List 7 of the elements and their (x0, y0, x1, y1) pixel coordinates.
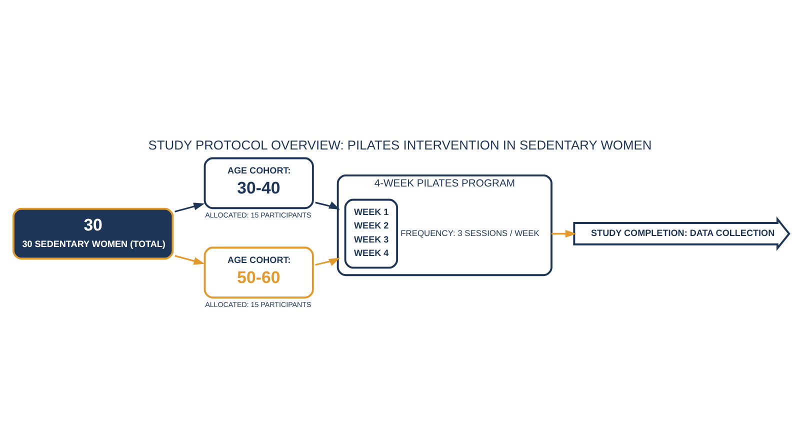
arrow (552, 229, 576, 238)
arrow (174, 254, 205, 264)
arrow (315, 200, 340, 210)
node-label: FREQUENCY: 3 SESSIONS / WEEK (400, 227, 540, 238)
arrow (315, 257, 340, 266)
diagram-title: STUDY PROTOCOL OVERVIEW: PILATES INTERVENTION IN SEDENTARY WOMEN (148, 137, 652, 152)
arrow (174, 202, 205, 212)
